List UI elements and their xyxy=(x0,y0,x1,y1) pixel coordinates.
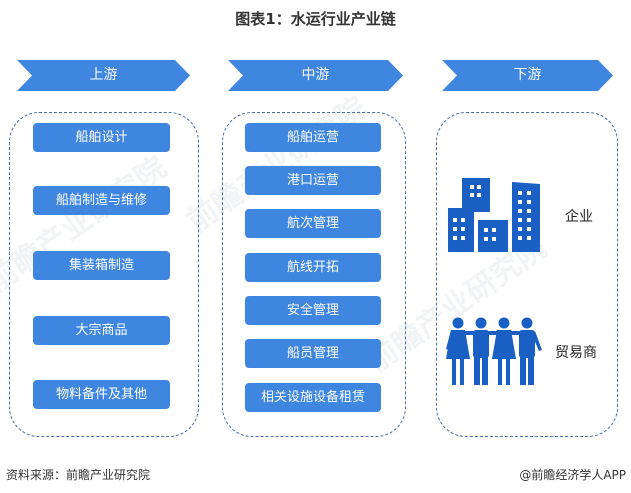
midstream-item: 安全管理 xyxy=(245,296,381,325)
midstream-item: 航线开拓 xyxy=(245,253,381,282)
chevron-shape xyxy=(442,60,613,91)
downstream-label-enterprise: 企业 xyxy=(565,209,593,225)
midstream-item: 相关设施设备租赁 xyxy=(245,383,381,412)
stage-arrow-midstream: 中游 xyxy=(228,60,403,91)
chevron-shape xyxy=(17,60,190,91)
stage-arrow-upstream: 上游 xyxy=(17,60,190,91)
upstream-item: 船舶设计 xyxy=(33,123,170,152)
stage-label: 中游 xyxy=(301,67,330,83)
midstream-panel: 船舶运营 港口运营 航次管理 航线开拓 安全管理 船员管理 相关设施设备租赁 xyxy=(222,112,406,437)
midstream-item: 船员管理 xyxy=(245,339,381,368)
midstream-item: 航次管理 xyxy=(245,209,381,238)
upstream-item: 大宗商品 xyxy=(33,316,170,345)
upstream-item: 集装箱制造 xyxy=(33,251,170,280)
upstream-item: 物料备件及其他 xyxy=(33,380,170,409)
upstream-panel: 船舶设计 船舶制造与维修 集装箱制造 大宗商品 物料备件及其他 xyxy=(9,112,199,437)
people-icon xyxy=(446,317,542,385)
credit-note: @前瞻经济学人APP xyxy=(519,468,626,482)
upstream-item: 船舶制造与维修 xyxy=(33,186,170,215)
buildings-icon xyxy=(448,178,540,252)
stage-label: 下游 xyxy=(513,67,542,83)
stage-label: 上游 xyxy=(89,67,118,83)
chevron-shape xyxy=(228,60,403,91)
source-note: 资料来源：前瞻产业研究院 xyxy=(6,468,151,482)
stage-arrow-downstream: 下游 xyxy=(442,60,613,91)
downstream-panel: 企业 贸易商 xyxy=(436,112,618,437)
midstream-item: 船舶运营 xyxy=(245,123,381,152)
chart-title: 图表1：水运行业产业链 xyxy=(235,10,396,28)
downstream-label-trader: 贸易商 xyxy=(555,345,597,361)
midstream-item: 港口运营 xyxy=(245,166,381,195)
